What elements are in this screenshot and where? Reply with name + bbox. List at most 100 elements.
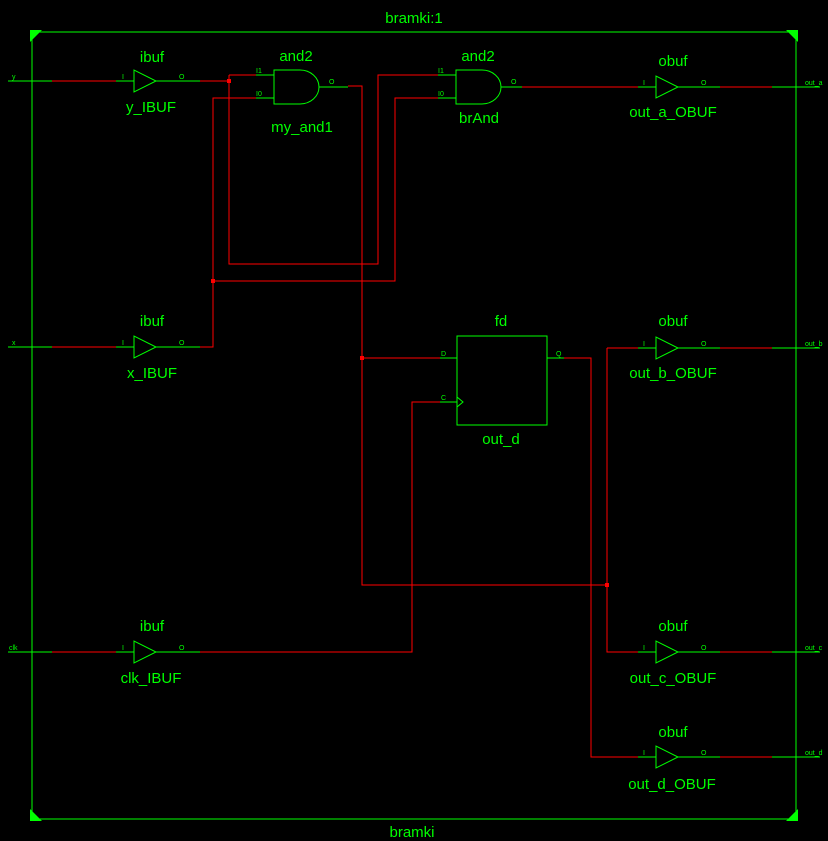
port-clk-label: clk: [9, 645, 18, 652]
pin-label: D: [441, 351, 446, 358]
cell-type-label: ibuf: [140, 49, 165, 66]
pin-label: I: [643, 341, 645, 348]
junction-dot: [211, 279, 215, 283]
pin-label: I0: [438, 91, 444, 98]
pin-label: I1: [438, 68, 444, 75]
net-clk-to-c[interactable]: [200, 401, 440, 653]
cell-instance-label: out_b_OBUF: [629, 365, 717, 382]
pin-label: Q: [556, 351, 562, 358]
cell-type-label: obuf: [658, 618, 688, 635]
pin-label: O: [701, 645, 707, 652]
nets: [52, 74, 772, 758]
port-out-d[interactable]: out_d: [772, 750, 823, 758]
port-x[interactable]: x: [8, 340, 52, 348]
cell-instance-label: y_IBUF: [126, 99, 176, 116]
cell-type-label: fd: [495, 313, 508, 330]
cell-type-label: obuf: [658, 313, 688, 330]
cell-type-label: and2: [279, 48, 312, 65]
pin-label: O: [329, 79, 335, 86]
cell-instance-label: out_d: [482, 431, 520, 448]
buffer-triangle-icon: [133, 69, 158, 93]
pin-label: O: [701, 750, 707, 757]
port-out-c-label: out_c: [805, 645, 823, 652]
port-out-a-label: out_a: [805, 80, 823, 87]
module-frame: bramki:1 bramki: [30, 10, 798, 841]
net-q-to-out-d[interactable]: [564, 357, 638, 758]
buffer-triangle-icon: [133, 335, 158, 359]
buffer-triangle-icon: [655, 640, 680, 664]
junction-dot: [227, 79, 231, 83]
pin-label: O: [701, 341, 707, 348]
cell-out-a-obuf[interactable]: I O obuf out_a_OBUF: [629, 53, 720, 121]
port-out-a[interactable]: out_a: [772, 80, 823, 88]
port-clk[interactable]: clk: [8, 645, 52, 653]
corner-marker-tr: [786, 30, 798, 42]
cell-instance-label: clk_IBUF: [121, 670, 182, 687]
junction-dot: [360, 356, 364, 360]
and-gate-icon: [455, 69, 502, 105]
clock-triangle-icon: [456, 396, 464, 408]
cell-out-b-obuf[interactable]: I O obuf out_b_OBUF: [629, 313, 720, 382]
module-border[interactable]: [31, 31, 797, 820]
port-out-c[interactable]: out_c: [772, 645, 823, 653]
cell-instance-label: my_and1: [271, 119, 333, 136]
pin-label: I1: [256, 68, 262, 75]
flip-flop-body: [456, 335, 548, 426]
pin-label: O: [179, 645, 185, 652]
cell-out-d-obuf[interactable]: I O obuf out_d_OBUF: [628, 724, 720, 793]
net-y-to-brand-i1[interactable]: [228, 74, 438, 265]
buffer-triangle-icon: [133, 640, 158, 664]
cell-y-ibuf[interactable]: I O ibuf y_IBUF: [116, 49, 200, 116]
pin-label: I: [643, 80, 645, 87]
net-x-to-myand-i0[interactable]: [200, 97, 256, 348]
cell-out-c-obuf[interactable]: I O obuf out_c_OBUF: [630, 618, 720, 687]
cell-instance-label: out_a_OBUF: [629, 104, 717, 121]
cell-x-ibuf[interactable]: I O ibuf x_IBUF: [116, 313, 200, 382]
port-out-b-label: out_b: [805, 341, 823, 348]
cell-type-label: obuf: [658, 724, 688, 741]
port-out-d-label: out_d: [805, 750, 823, 757]
net-myand-out[interactable]: [348, 85, 607, 586]
pin-label: O: [511, 79, 517, 86]
cell-instance-label: out_d_OBUF: [628, 776, 716, 793]
and-gate-icon: [273, 69, 320, 105]
pin-label: I: [643, 750, 645, 757]
corner-marker-tl: [30, 30, 42, 42]
port-x-label: x: [12, 340, 16, 347]
buffer-triangle-icon: [655, 336, 680, 360]
cell-my-and1[interactable]: I1 I0 O and2 my_and1: [256, 48, 348, 136]
cell-fd-out-d[interactable]: D C Q fd out_d: [440, 313, 564, 448]
net-x-to-brand-i0[interactable]: [213, 97, 438, 282]
pin-label: I: [643, 645, 645, 652]
cell-clk-ibuf[interactable]: I O ibuf clk_IBUF: [116, 618, 200, 687]
pin-label: O: [701, 80, 707, 87]
corner-marker-bl: [30, 809, 42, 821]
net-out-c[interactable]: [606, 348, 638, 653]
cell-instance-label: out_c_OBUF: [630, 670, 717, 687]
buffer-triangle-icon: [655, 75, 680, 99]
corner-marker-br: [786, 809, 798, 821]
port-out-b[interactable]: out_b: [772, 341, 823, 349]
module-name: bramki: [389, 824, 434, 841]
input-ports: y x clk: [8, 74, 52, 653]
output-ports: out_a out_b out_c out_d: [772, 80, 823, 758]
port-y[interactable]: y: [8, 74, 52, 82]
port-y-label: y: [12, 74, 16, 81]
pin-label: I0: [256, 91, 262, 98]
cell-instance-label: x_IBUF: [127, 365, 177, 382]
pin-label: O: [179, 340, 185, 347]
pin-label: I: [122, 645, 124, 652]
cell-type-label: obuf: [658, 53, 688, 70]
pin-label: I: [122, 74, 124, 81]
module-title: bramki:1: [385, 10, 443, 27]
buffer-triangle-icon: [655, 745, 680, 769]
pin-label: O: [179, 74, 185, 81]
cell-brand[interactable]: I1 I0 O and2 brAnd: [438, 48, 522, 127]
cell-instance-label: brAnd: [459, 110, 499, 127]
cell-type-label: ibuf: [140, 313, 165, 330]
cell-type-label: ibuf: [140, 618, 165, 635]
pin-label: I: [122, 340, 124, 347]
pin-label: C: [441, 395, 446, 402]
junction-dot: [605, 583, 609, 587]
